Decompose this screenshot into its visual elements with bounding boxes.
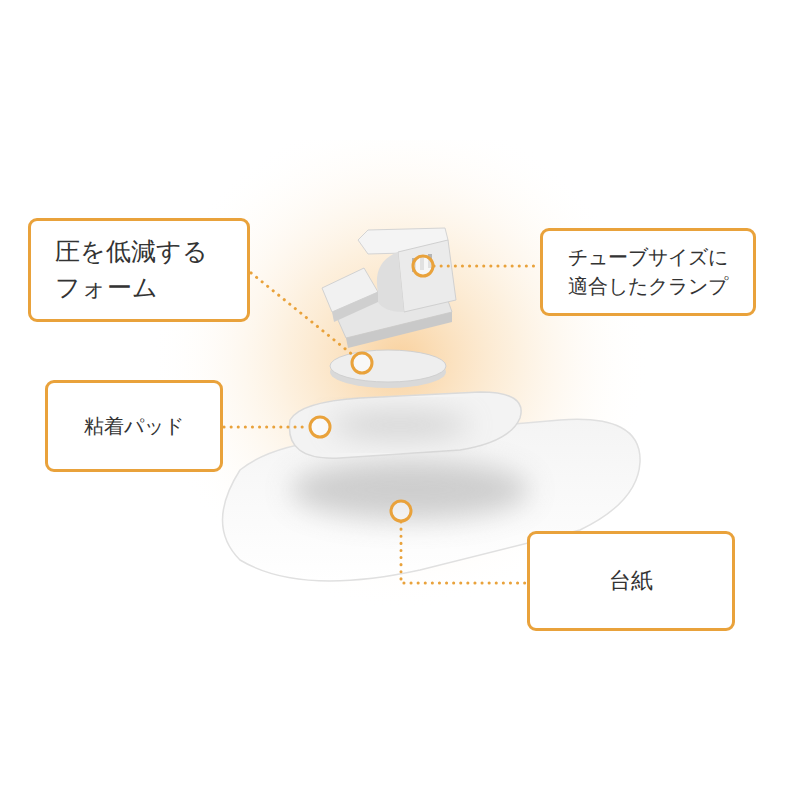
leader-line xyxy=(434,265,538,268)
leader-line xyxy=(224,426,309,429)
callout-box: チューブサイズに 適合したクランプ xyxy=(540,228,756,316)
clamp-base-edge xyxy=(346,312,452,348)
leader-line xyxy=(240,264,354,356)
callout-text: 台紙 xyxy=(609,565,653,597)
callout-box: 台紙 xyxy=(527,531,735,631)
callout-dot xyxy=(413,256,433,276)
adhesive-pad xyxy=(289,392,521,458)
callout-box: 圧を低減する フォーム xyxy=(28,218,250,322)
callout-text: 粘着パッド xyxy=(84,412,184,441)
foam-top xyxy=(330,350,446,382)
callout-dot xyxy=(352,353,372,373)
callout-dot xyxy=(391,501,411,521)
clamp-left-jaw-edge xyxy=(332,292,378,322)
clamp-right-wall xyxy=(398,240,456,312)
clamp-inner xyxy=(377,252,404,312)
paper-shadow xyxy=(290,460,530,520)
leader-line xyxy=(401,522,525,583)
callout-dot xyxy=(310,417,330,437)
callout-text: チューブサイズに 適合したクランプ xyxy=(553,243,743,301)
pad-shadow xyxy=(330,411,470,439)
callout-text: 圧を低減する フォーム xyxy=(55,234,235,307)
callout-box: 粘着パッド xyxy=(45,380,223,472)
